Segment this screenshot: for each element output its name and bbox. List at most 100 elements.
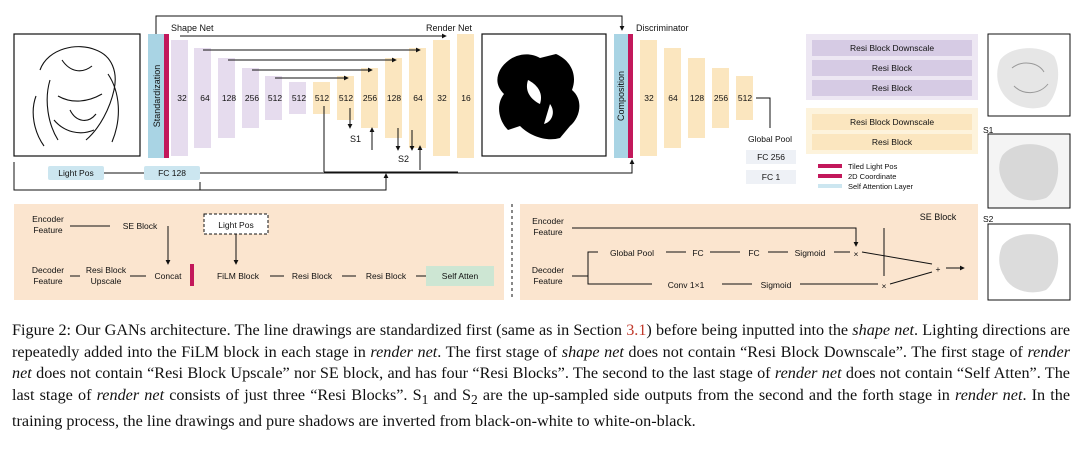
caption-text: Our GANs architecture. The line drawings… <box>75 321 627 339</box>
se-title: SE Block <box>920 212 957 222</box>
legend-block-label: Resi Block <box>872 63 913 73</box>
legend-upscale-stack <box>806 108 978 154</box>
legend-item: Tiled Light Pos <box>848 162 898 171</box>
caption-text: . The first stage of <box>437 342 562 361</box>
caption-text: . Lighting directions are repeatedly add… <box>12 321 1071 361</box>
disc-channel-label: 128 <box>690 93 704 103</box>
fc256-label: FC 256 <box>757 152 785 162</box>
side-label: S1 <box>983 125 994 135</box>
shape-net-blocks <box>171 40 306 156</box>
concat-label: Concat <box>155 271 183 281</box>
output-thumbnails: S1 S2 <box>983 33 1071 301</box>
decoder-feature-label: Feature <box>33 276 63 286</box>
render-channel-label: 32 <box>437 93 447 103</box>
discriminator-title: Discriminator <box>636 23 689 33</box>
caption-emph: render net <box>96 385 165 404</box>
disc-channel-label: 64 <box>668 93 678 103</box>
discriminator-blocks <box>640 40 753 156</box>
stage-detail: Encoder Feature SE Block Light Pos Decod… <box>32 213 494 286</box>
film-block-label: FiLM Block <box>217 271 260 281</box>
stage-detail-wires <box>70 225 426 277</box>
input-line-drawing <box>13 33 141 157</box>
s2-label: S2 <box>398 154 409 164</box>
composition-block <box>614 34 628 158</box>
legend-key: Tiled Light Pos 2D Coordinate Self Atten… <box>818 162 914 191</box>
legend-item: 2D Coordinate <box>848 172 896 181</box>
fc256-box <box>746 150 796 164</box>
standardization-label: Standardization <box>152 65 162 128</box>
resi-block-label: Resi Block <box>366 271 407 281</box>
sigmoid-detail-label: Sigmoid <box>795 248 826 258</box>
caption-emph: render net <box>955 385 1023 404</box>
times-label: × <box>882 281 887 291</box>
shape-channel-label: 64 <box>200 93 210 103</box>
caption-figure-label: Figure 2: <box>12 321 72 339</box>
section-ref-link[interactable]: 3.1 <box>626 321 647 339</box>
caption-text: does not contain “Self Atten”. The last … <box>12 364 1070 404</box>
se-decoder-label: Decoder <box>532 265 564 275</box>
caption-text: are the up-sampled side outputs from the… <box>477 385 955 404</box>
shape-channel-label: 512 <box>292 93 306 103</box>
se-detail-wires <box>572 227 965 285</box>
shape-net-channels: 32 64 128 256 512 512 <box>177 93 306 103</box>
shape-net-title: Shape Net <box>171 23 214 33</box>
fc1-box <box>746 170 796 184</box>
fc1-label: FC 1 <box>762 172 781 182</box>
light-pos-box <box>48 166 104 180</box>
light-pos-label: Light Pos <box>58 168 93 178</box>
caption-text: does not contain “Resi Block Downscale”.… <box>623 342 1028 361</box>
self-atten-label: Self Atten <box>442 271 479 281</box>
caption-text: . In the training process, the line draw… <box>12 385 1071 430</box>
shape-channel-label: 512 <box>268 93 282 103</box>
render-channel-label: 512 <box>315 93 329 103</box>
legend-downscale-stack <box>806 34 978 100</box>
s1-label: S1 <box>350 134 361 144</box>
fc-detail-label: FC <box>748 248 759 258</box>
render-channel-label: 64 <box>413 93 423 103</box>
caption-text: consists of just three “Resi Blocks”. S <box>164 385 422 404</box>
disc-channel-label: 256 <box>714 93 728 103</box>
standardization-block <box>148 34 164 158</box>
caption-text: ) before being inputted into the <box>646 321 853 339</box>
decoder-feature-label: Decoder <box>32 265 64 275</box>
shape-channel-label: 256 <box>245 93 259 103</box>
fc128-box <box>144 166 200 180</box>
skip-connections <box>155 15 625 81</box>
se-detail: SE Block Encoder Feature Decoder Feature… <box>532 212 957 291</box>
encoder-feature-label: Feature <box>33 225 63 235</box>
composition-label: Composition <box>616 71 626 121</box>
figure-caption: Figure 2: Our GANs architecture. The lin… <box>12 321 1071 430</box>
times-label: × <box>854 249 859 259</box>
legend-block-label: Resi Block <box>872 137 913 147</box>
caption-emph: shape net <box>852 321 915 339</box>
se-decoder-label: Feature <box>533 276 563 286</box>
render-net-channels: 512 512 256 128 64 32 16 <box>315 93 471 103</box>
fc-detail-label: FC <box>692 248 703 258</box>
side-label: S2 <box>983 214 994 224</box>
encoder-feature-label: Encoder <box>32 214 64 224</box>
composition-light-bar <box>628 34 633 158</box>
tiled-light-pos-bar <box>164 34 169 158</box>
shape-channel-label: 32 <box>177 93 187 103</box>
se-encoder-label: Encoder <box>532 216 564 226</box>
side-outputs <box>323 106 458 173</box>
resi-block-label: Resi Block <box>292 271 333 281</box>
disc-channel-label: 32 <box>644 93 654 103</box>
legend-block-label: Resi Block Downscale <box>850 117 934 127</box>
architecture-figure: Standardization Shape Net 32 64 128 256 … <box>13 15 1071 301</box>
caption-emph: render net <box>12 342 1070 383</box>
shape-channel-label: 128 <box>222 93 236 103</box>
render-channel-label: 128 <box>387 93 401 103</box>
legend-block-label: Resi Block <box>872 83 913 93</box>
se-encoder-label: Feature <box>533 227 563 237</box>
legend-item: Self Attention Layer <box>848 182 914 191</box>
disc-output-wire <box>756 97 771 128</box>
fc128-label: FC 128 <box>158 168 186 178</box>
render-net-blocks <box>313 34 474 158</box>
sigmoid-detail-label: Sigmoid <box>761 280 792 290</box>
se-block-label: SE Block <box>123 221 158 231</box>
light-pos-wires <box>13 159 635 191</box>
global-pool-label: Global Pool <box>748 134 792 144</box>
shadow-output <box>481 33 607 157</box>
render-net-title: Render Net <box>426 23 473 33</box>
